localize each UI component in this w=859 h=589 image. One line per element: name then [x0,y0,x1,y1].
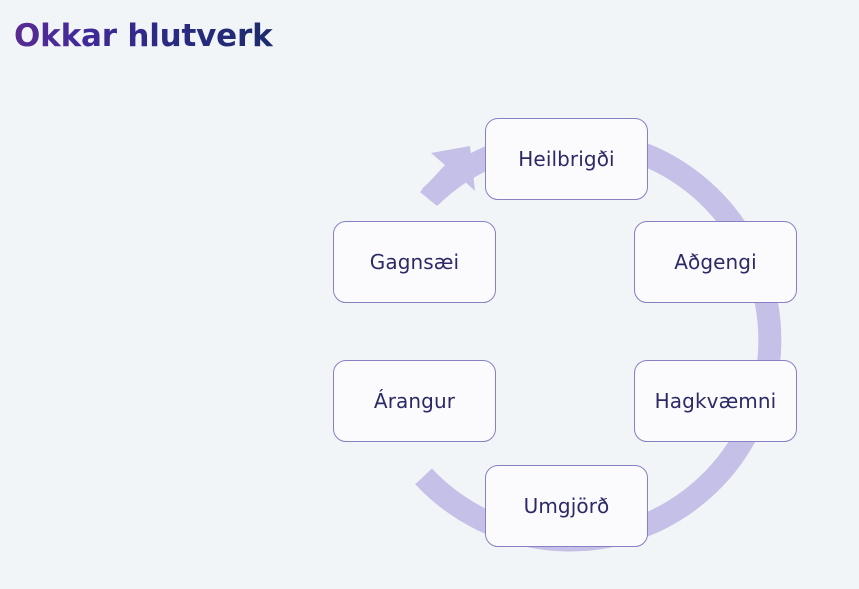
cycle-node-label: Umgjörð [523,494,610,518]
cycle-node-gagnsaei[interactable]: Gagnsæi [333,221,496,303]
cycle-node-adgengi[interactable]: Aðgengi [634,221,797,303]
cycle-node-label: Hagkvæmni [654,389,777,413]
page-title: Okkar hlutverk [14,18,273,54]
cycle-node-label: Heilbrigði [518,147,615,171]
cycle-node-label: Gagnsæi [369,250,460,274]
cycle-node-label: Aðgengi [674,250,757,274]
cycle-node-arangur[interactable]: Árangur [333,360,496,442]
arrowhead-icon [420,146,475,206]
cycle-node-label: Árangur [373,389,456,413]
cycle-node-heilbrigdi[interactable]: Heilbrigði [485,118,648,200]
cycle-node-umgjord[interactable]: Umgjörð [485,465,648,547]
cycle-node-hagkvaemni[interactable]: Hagkvæmni [634,360,797,442]
